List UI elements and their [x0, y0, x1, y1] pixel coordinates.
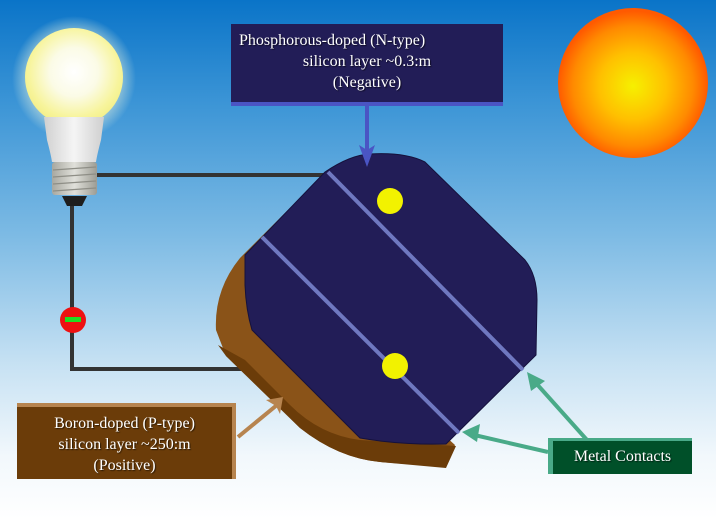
solar-cell: [215, 153, 538, 468]
metal-contacts-label: Metal Contacts: [548, 438, 692, 474]
sun-icon: [558, 8, 708, 158]
metal-contacts-arrow-right: [527, 372, 589, 442]
n-type-label-line2: silicon layer ~0.3:m: [302, 53, 432, 70]
n-type-label-line1: Phosphorous-doped (N-type): [239, 32, 426, 49]
p-type-label-line3: (Positive): [93, 457, 156, 474]
p-type-label: Boron-doped (P-type) silicon layer ~250:…: [17, 403, 236, 479]
n-type-label-line3: (Negative): [332, 74, 402, 91]
circuit-wire: [70, 173, 332, 371]
metal-contacts-arrow-left: [462, 424, 549, 454]
p-type-arrow: [236, 397, 283, 439]
n-type-label: Phosphorous-doped (N-type) silicon layer…: [231, 24, 503, 102]
electron-minus-icon: [60, 307, 86, 333]
n-type-arrow: [359, 106, 375, 167]
light-bulb-icon: [12, 16, 136, 206]
p-type-label-line1: Boron-doped (P-type): [54, 415, 195, 432]
contact-dot-bottom: [382, 353, 408, 379]
metal-contact-lines: [260, 170, 525, 435]
p-type-label-line2: silicon layer ~250:m: [58, 436, 191, 453]
contact-dot-top: [377, 188, 403, 214]
